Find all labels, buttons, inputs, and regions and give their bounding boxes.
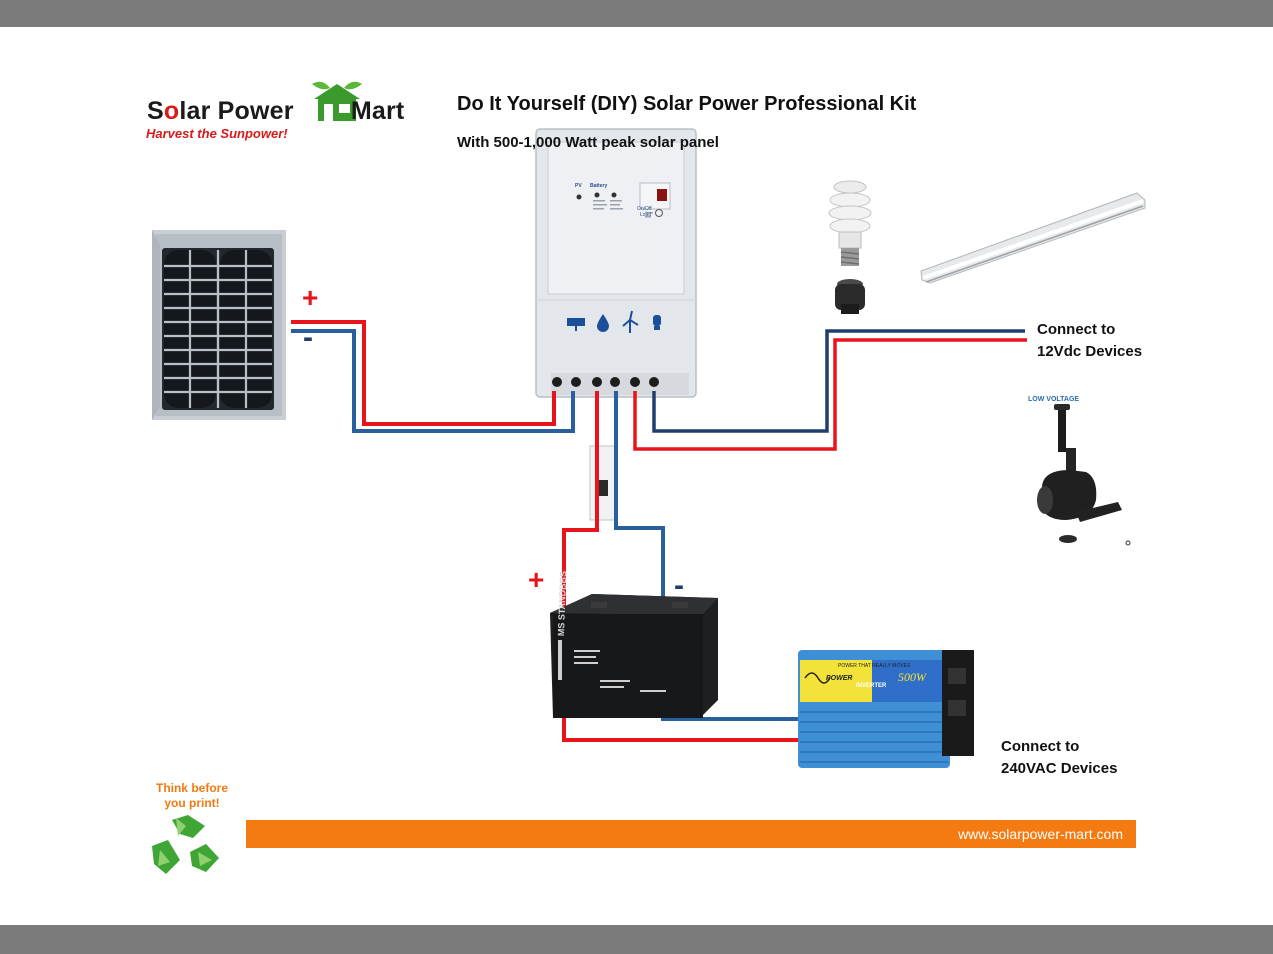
inverter-slogan: POWER THAT REALLY MOVES (838, 663, 911, 669)
controller-onoff-label: On/Off (637, 206, 652, 212)
bottom-frame-bar (0, 925, 1273, 954)
panel-negative-sign: - (303, 321, 313, 354)
wire-battery-negative (614, 391, 801, 721)
dc-label-line2: 12Vdc Devices (1037, 343, 1143, 360)
battery-negative-sign: - (674, 569, 684, 602)
fluorescent-light (920, 192, 1146, 284)
think-line1: Think before (155, 781, 228, 795)
wire-battery-positive (562, 391, 801, 742)
ac-devices-label: Connect to 240VAC Devices (1001, 736, 1117, 780)
cfl-bulb (828, 180, 872, 266)
inverter-model: INVERTER (856, 683, 887, 689)
controller-load-label: Load (640, 212, 652, 218)
footer-url-link[interactable]: www.solarpower-mart.com (958, 826, 1123, 842)
wire-load-negative (652, 329, 1025, 433)
wire-load-positive (633, 338, 1027, 451)
inverter-brand: POWER (826, 675, 853, 682)
ac-label-line1: Connect to (1001, 738, 1080, 755)
page-title: Do It Yourself (DIY) Solar Power Profess… (457, 93, 917, 115)
inverter-rating: 500W (898, 670, 926, 684)
think-before-print: Think before you print! (150, 781, 234, 811)
charge-controller (535, 128, 697, 398)
solar-panel (152, 230, 286, 420)
page-subtitle: With 500-1,000 Watt peak solar panel (457, 134, 719, 151)
circuit-breaker (589, 445, 617, 521)
bulb-icon (653, 315, 661, 330)
recycle-icon (152, 815, 219, 874)
wire-panel-negative (291, 329, 575, 433)
logo-tagline: Harvest the Sunpower! (146, 126, 288, 141)
low-voltage-label: LOW VOLTAGE (1028, 396, 1080, 403)
controller-terminals (552, 377, 659, 387)
logo-brand-name: Solar Power Mart (147, 97, 405, 125)
controller-battery-label: Battery (590, 183, 608, 189)
top-frame-bar (0, 0, 1273, 27)
panel-positive-sign: + (302, 282, 319, 313)
battery-positive-sign: + (528, 564, 545, 595)
fountain-pump (1037, 404, 1131, 546)
footer-bar: www.solarpower-mart.com (246, 820, 1136, 848)
inverter (798, 650, 974, 768)
bulb-socket (835, 279, 865, 314)
dc-devices-label: Connect to 12Vdc Devices (1037, 319, 1142, 363)
wire-panel-positive (291, 320, 556, 426)
dc-label-line1: Connect to (1037, 321, 1116, 338)
panel-icon (567, 318, 585, 331)
logo-house-icon (312, 81, 362, 121)
water-drop-icon (597, 314, 609, 332)
think-line2: you print! (164, 796, 220, 810)
wind-turbine-icon (622, 310, 639, 333)
ac-label-line2: 240VAC Devices (1001, 760, 1118, 777)
battery (550, 594, 718, 718)
controller-pv-label: PV (575, 183, 582, 189)
